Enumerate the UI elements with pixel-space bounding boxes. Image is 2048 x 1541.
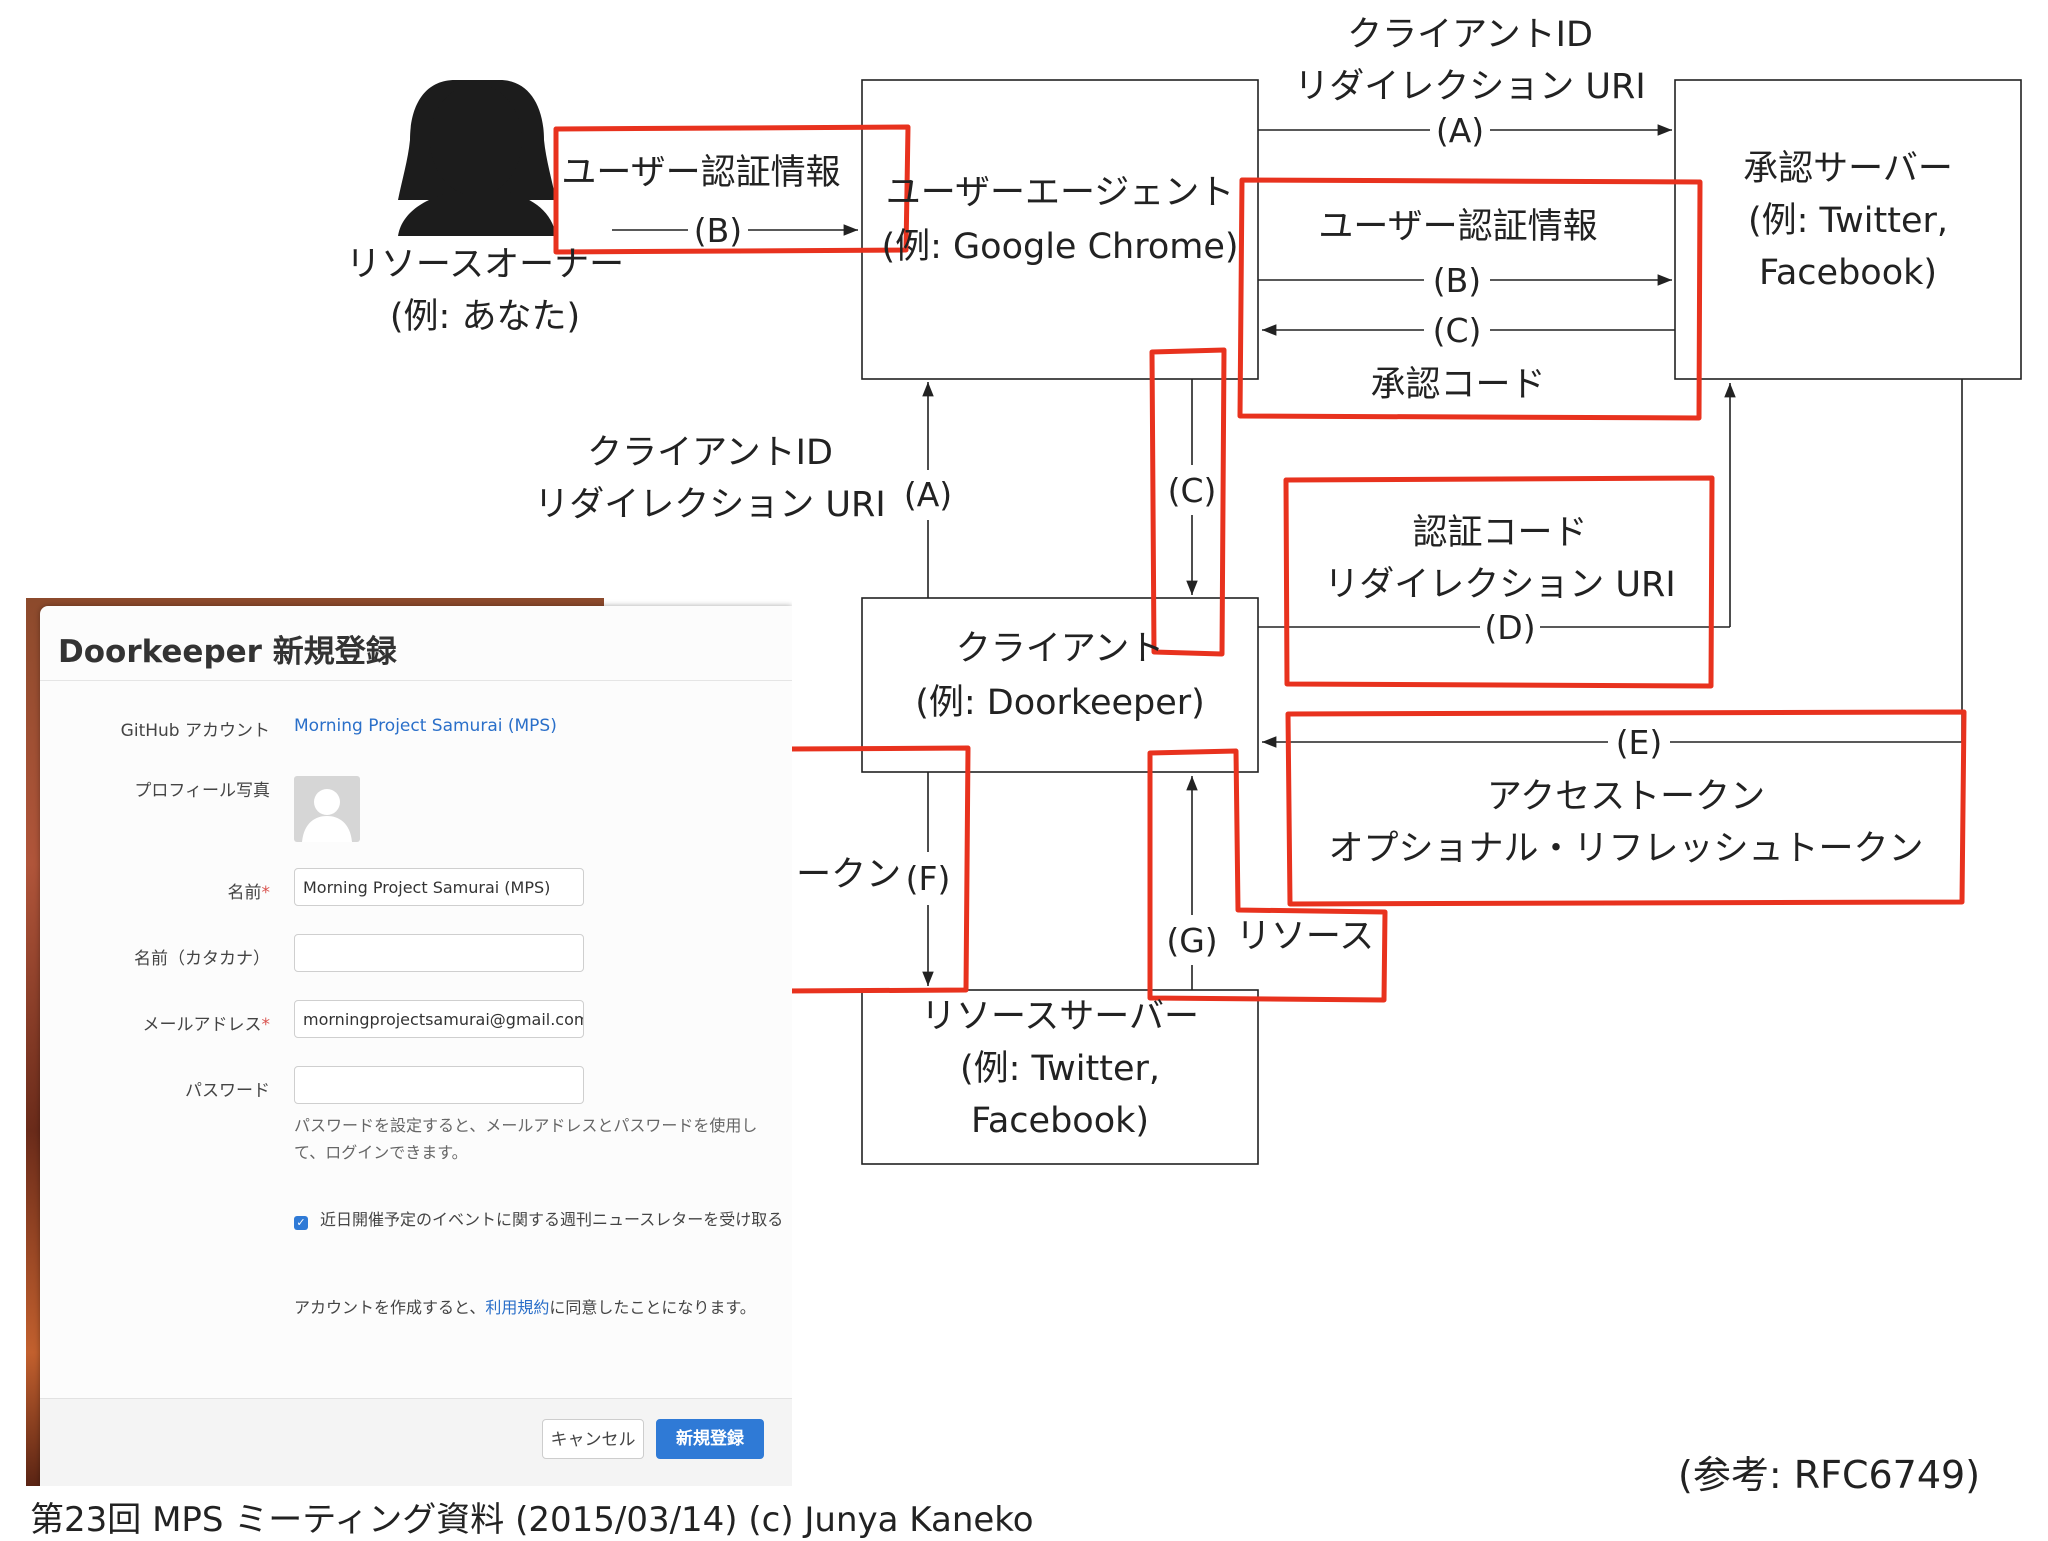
flow-d-tag: (D) — [1484, 608, 1536, 647]
auth-server-label: 承認サーバー — [1743, 149, 1953, 189]
flow-e-refresh-token: オプショナル・リフレッシュトークン — [1328, 829, 1924, 869]
user-agent-box — [861, 79, 1259, 380]
password-help-text: パスワードを設定すると、メールアドレスとパスワードを使用して、ログインできます。 — [294, 1116, 758, 1162]
register-button[interactable]: 新規登録 — [656, 1419, 764, 1459]
person-icon — [398, 80, 556, 236]
flow-a-left-tag: (A) — [903, 475, 953, 514]
flow-e-access-token: アクセストークン — [1486, 777, 1766, 817]
flow-b-owner-text: ユーザー認証情報 — [561, 153, 841, 193]
required-mark: * — [261, 1015, 271, 1035]
flow-arrows — [612, 124, 1963, 990]
terms-prefix: アカウントを作成すると、 — [294, 1298, 486, 1317]
highlight-boxes — [553, 124, 1967, 1003]
name-label-text: 名前 — [227, 883, 262, 903]
flow-d-auth-code: 認証コード — [1412, 513, 1588, 553]
doorkeeper-signup-screenshot: Doorkeeper 新規登録 GitHub アカウント Morning Pro… — [26, 598, 792, 1486]
cancel-button[interactable]: キャンセル — [542, 1419, 644, 1459]
flow-b-auth-text: ユーザー認証情報 — [1318, 207, 1598, 247]
flow-b-auth-tag: (B) — [1432, 261, 1482, 300]
resource-server-box — [861, 989, 1259, 1165]
newsletter-checkbox[interactable]: ✓ — [294, 1216, 308, 1230]
flow-f-tag: (F) — [905, 859, 951, 898]
github-account-link[interactable]: Morning Project Samurai (MPS) — [294, 716, 557, 736]
auth-server-box — [1674, 79, 2022, 380]
modal-header-divider — [40, 680, 792, 681]
flow-a-top-client-id: クライアントID — [1347, 15, 1593, 55]
highlight-auth-code-redirect — [1283, 475, 1715, 689]
resource-server-label: リソースサーバー — [921, 997, 1199, 1037]
user-agent-example: (例: Google Chrome) — [881, 227, 1239, 267]
modal-footer: キャンセル 新規登録 — [40, 1398, 792, 1486]
email-field[interactable]: morningprojectsamurai@gmail.com — [294, 1000, 584, 1038]
flow-a-left-redirect-uri: リダイレクション URI — [534, 485, 886, 525]
user-agent-label: ユーザーエージェント — [885, 173, 1235, 213]
resource-server-example-1: (例: Twitter, — [959, 1049, 1160, 1089]
auth-server-example-2: Facebook) — [1758, 253, 1938, 293]
resource-server-example-2: Facebook) — [970, 1101, 1150, 1141]
highlight-owner-credentials — [553, 124, 911, 255]
resource-owner-example: (例: あなた) — [389, 297, 581, 337]
flow-c-auth-tag: (C) — [1432, 311, 1482, 350]
modal-title: Doorkeeper 新規登録 — [58, 634, 397, 670]
signup-modal: Doorkeeper 新規登録 GitHub アカウント Morning Pro… — [40, 606, 792, 1486]
name-label: 名前* — [40, 878, 271, 903]
terms-suffix: に同意したことになります。 — [549, 1298, 756, 1317]
flow-b-owner-tag: (B) — [693, 211, 743, 250]
newsletter-label: 近日開催予定のイベントに関する週刊ニュースレターを受け取る — [320, 1210, 784, 1229]
password-field[interactable] — [294, 1066, 584, 1104]
flow-e-tag: (E) — [1615, 723, 1663, 762]
terms-link[interactable]: 利用規約 — [485, 1298, 550, 1317]
reference-note: (参考: RFC6749) — [1678, 1453, 1981, 1497]
email-label: メールアドレス* — [40, 1010, 271, 1035]
highlight-access-refresh-token — [1285, 709, 1967, 907]
flow-d-redirect-uri: リダイレクション URI — [1324, 565, 1676, 605]
email-label-text: メールアドレス — [142, 1015, 262, 1035]
highlight-resource-g — [1147, 748, 1388, 1003]
flow-a-left-client-id: クライアントID — [587, 433, 833, 473]
name-kana-label: 名前（カタカナ） — [134, 949, 270, 969]
slide-footer: 第23回 MPS ミーティング資料 (2015/03/14) (c) Junya… — [30, 1500, 1034, 1540]
required-mark: * — [261, 883, 271, 903]
flow-c-auth-text: 承認コード — [1370, 365, 1546, 405]
client-example: (例: Doorkeeper) — [915, 683, 1205, 723]
terms-text: アカウントを作成すると、利用規約に同意したことになります。 — [294, 1294, 784, 1321]
resource-owner-label: リソースオーナー — [345, 245, 625, 285]
client-box — [861, 597, 1259, 773]
auth-server-example-1: (例: Twitter, — [1747, 201, 1948, 241]
flow-a-top-redirect-uri: リダイレクション URI — [1294, 67, 1646, 107]
avatar-placeholder-icon — [302, 789, 352, 842]
flow-g-tag: (G) — [1166, 921, 1218, 960]
flow-a-top-tag: (A) — [1435, 111, 1485, 150]
name-kana-field[interactable] — [294, 934, 584, 972]
highlight-auth-credentials-code — [1237, 177, 1703, 421]
password-label: パスワード — [185, 1081, 270, 1101]
flow-g-resource: リソース — [1235, 917, 1375, 957]
avatar[interactable] — [294, 776, 360, 842]
flow-c-vertical-tag: (C) — [1167, 471, 1217, 510]
highlight-c-vertical — [1149, 347, 1227, 657]
profile-photo-label: プロフィール写真 — [134, 781, 270, 801]
name-field[interactable]: Morning Project Samurai (MPS) — [294, 868, 584, 906]
client-label: クライアント — [955, 629, 1165, 669]
github-account-label: GitHub アカウント — [120, 721, 270, 741]
